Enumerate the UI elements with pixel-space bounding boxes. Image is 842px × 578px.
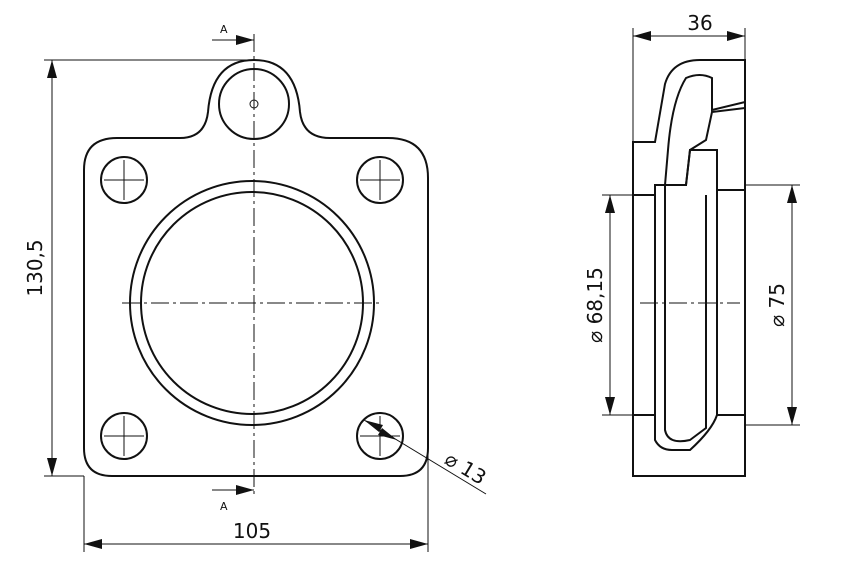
section-upper-body bbox=[632, 59, 746, 196]
inner-diameter-label: ⌀ 68,15 bbox=[583, 267, 607, 343]
bolt-hole-bottom-right bbox=[356, 412, 404, 460]
width-label: 105 bbox=[233, 519, 271, 543]
section-lower-body bbox=[632, 414, 746, 477]
dimension-height: 130,5 bbox=[23, 59, 254, 477]
section-view: 36 ⌀ 68,15 ⌀ 75 bbox=[583, 11, 800, 477]
section-mark-top: A bbox=[212, 23, 254, 45]
bolt-hole-top-left bbox=[100, 156, 148, 204]
dimension-inner-diameter: ⌀ 68,15 bbox=[583, 194, 633, 416]
outer-diameter-label: ⌀ 75 bbox=[765, 283, 789, 327]
thickness-label: 36 bbox=[687, 11, 712, 35]
section-mark-bottom: A bbox=[212, 485, 254, 513]
section-upper-relief bbox=[663, 74, 746, 186]
height-label: 130,5 bbox=[23, 239, 47, 296]
dimension-outer-diameter: ⌀ 75 bbox=[745, 184, 800, 426]
section-label-bottom: A bbox=[220, 500, 228, 513]
hole-diameter-label: ⌀ 13 bbox=[441, 446, 491, 489]
section-inner-contour bbox=[664, 185, 707, 443]
dimension-thickness: 36 bbox=[632, 11, 746, 142]
dimension-width: 105 bbox=[83, 448, 429, 552]
section-label-top: A bbox=[220, 23, 228, 36]
flange-outline bbox=[83, 58, 429, 477]
bolt-hole-bottom-left bbox=[100, 412, 148, 460]
front-view: A A 130,5 105 bbox=[23, 23, 491, 552]
bolt-hole-top-right bbox=[356, 156, 404, 204]
